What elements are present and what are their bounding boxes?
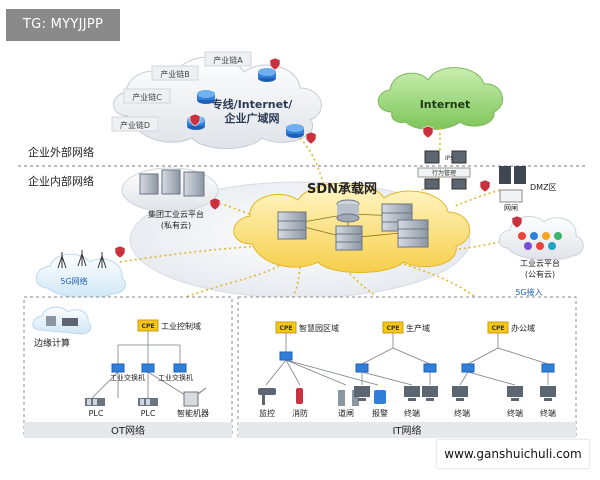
- g5-label: 5G网络: [60, 276, 87, 286]
- ot-device-label: PLC: [89, 409, 104, 418]
- terminal-label: 终端: [454, 408, 470, 418]
- production-domain-label: 生产域: [406, 323, 430, 333]
- ot-network-label: OT网络: [111, 424, 145, 437]
- internet-label: Internet: [420, 98, 471, 111]
- gateway-label: 网闸: [504, 204, 518, 212]
- ot-domain-label: 工业控制域: [161, 321, 201, 331]
- private-cloud-label-line1: 集团工业云平台: [148, 209, 204, 219]
- office-domain-label: 办公域: [511, 323, 535, 333]
- private-cloud-label-line2: (私有云): [161, 220, 191, 230]
- chain-c: 产业链C: [123, 88, 171, 104]
- g5-cloud: 5G网络: [35, 250, 127, 299]
- public-cloud-label-line1: 工业云平台: [520, 258, 560, 268]
- terminal-label: 终端: [507, 408, 523, 418]
- chain-d: 产业链D: [111, 116, 159, 132]
- ips-label: IPS: [445, 155, 454, 162]
- dmz-zone: DMZ区 网闸: [499, 166, 557, 212]
- alarm-icon: [374, 390, 386, 404]
- ot-section-footer: [24, 422, 232, 438]
- internet-cloud: Internet: [377, 67, 504, 130]
- cpe-label: CPE: [387, 325, 400, 332]
- gate-icon: [338, 390, 359, 406]
- park-device-label: 监控: [259, 408, 275, 418]
- router-icon: [258, 68, 276, 82]
- terminal-label: 终端: [404, 408, 420, 418]
- wan-cloud-label-line2: 企业广域网: [224, 111, 280, 125]
- cpe-park: CPE 智慧园区域: [275, 321, 339, 334]
- plc-icon: [85, 398, 105, 406]
- server-stack-icon: [335, 225, 363, 251]
- dmz-label: DMZ区: [530, 183, 557, 192]
- park-device-label: 道闸: [338, 408, 354, 418]
- chain-a: 产业链A: [204, 51, 252, 67]
- chain-b-label: 产业链B: [160, 69, 190, 79]
- chain-d-label: 产业链D: [120, 120, 150, 130]
- switch-label: 工业交换机: [110, 373, 145, 382]
- camera-icon: [258, 388, 276, 405]
- edge-label: 边缘计算: [34, 337, 70, 349]
- fire-extinguisher-icon: [296, 388, 303, 404]
- ot-device-label: PLC: [141, 409, 156, 418]
- internal-zone-label: 企业内部网络: [28, 174, 94, 188]
- it-section-footer: [238, 422, 576, 438]
- server-stack-icon: [381, 203, 413, 232]
- g5-access-label: 5G接入: [515, 287, 542, 297]
- router-icon: [197, 90, 215, 104]
- database-icon: [336, 199, 360, 223]
- switch-icons: [111, 351, 555, 373]
- ips-device: IPS 行为管理: [417, 150, 471, 190]
- switch-label: 工业交换机: [158, 373, 193, 382]
- sdn-label: SDN承载网: [307, 181, 377, 197]
- cpe-label: CPE: [280, 325, 293, 332]
- cpe-office: CPE 办公域: [487, 321, 535, 334]
- watermark-bottom-right: www.ganshuichuli.com: [437, 440, 589, 468]
- terminal-label: 终端: [540, 408, 556, 418]
- chain-a-label: 产业链A: [213, 55, 243, 65]
- cpe-label: CPE: [492, 325, 505, 332]
- robot-icon: [183, 387, 207, 407]
- chain-b: 产业链B: [151, 65, 199, 81]
- public-cloud: 工业云平台 (公有云): [498, 215, 584, 279]
- park-device-label: 报警: [372, 408, 388, 418]
- ot-device-label: 智能机器: [177, 408, 209, 418]
- external-zone-label: 企业外部网络: [28, 145, 94, 159]
- it-network-label: IT网络: [392, 424, 421, 437]
- public-cloud-label-line2: (公有云): [525, 269, 555, 279]
- cpe-label: CPE: [142, 323, 155, 330]
- computer-icon: [354, 386, 556, 401]
- cpe-production: CPE 生产域: [382, 321, 430, 334]
- cpe-ot: CPE 工业控制域: [137, 319, 201, 332]
- tree-lines: [91, 331, 549, 399]
- wan-cloud-label-line1: 专线/Internet/: [212, 97, 294, 111]
- plc-icon: [138, 398, 158, 406]
- park-device-label: 消防: [292, 408, 308, 418]
- watermark-top-left: TG: MYYJJPP: [6, 9, 120, 41]
- park-domain-label: 智慧园区域: [299, 323, 339, 333]
- private-cloud: 集团工业云平台 (私有云): [121, 167, 219, 230]
- server-stack-icon: [277, 211, 307, 240]
- edge-computing: 边缘计算: [32, 306, 92, 349]
- behavior-label: 行为管理: [432, 169, 456, 177]
- it-section: [237, 296, 577, 438]
- router-icon: [286, 124, 304, 138]
- chain-c-label: 产业链C: [132, 92, 162, 102]
- server-stack-icon: [397, 219, 429, 248]
